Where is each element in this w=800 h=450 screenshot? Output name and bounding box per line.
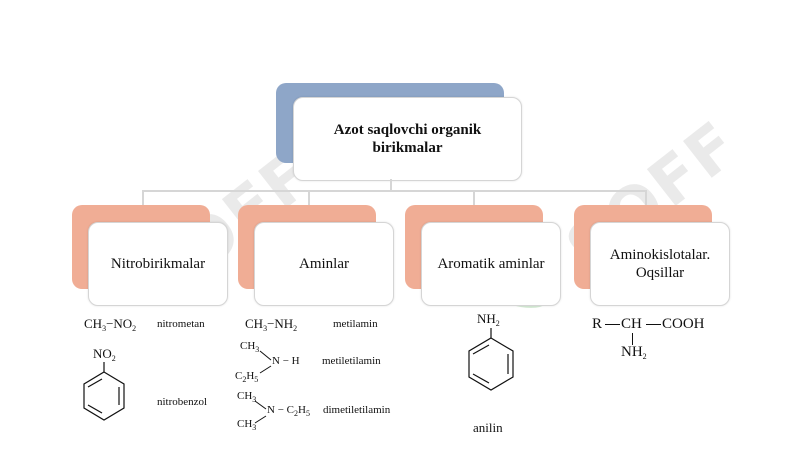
dimethylethylamine-name: dimetiletilamin	[323, 404, 391, 416]
amino-acid-bond-2	[646, 324, 661, 325]
methylethylamine-ch3: CH3	[240, 340, 260, 354]
amino-acid-r: R	[592, 316, 603, 332]
amino-acid-ch: CH	[621, 316, 642, 332]
methylethylamine-nh: N − H	[272, 355, 300, 367]
aniline-name: anilin	[473, 420, 503, 435]
dimethylethylamine-ch3-top: CH3	[237, 390, 257, 404]
methylamine-formula: CH3−NH2	[245, 316, 298, 333]
category-aromatic-label: Aromatik aminlar	[437, 256, 545, 272]
root-node: Azot saqlovchi organik birikmalar	[293, 97, 522, 181]
methylethylamine-name: metiletilamin	[322, 355, 381, 367]
category-nitro: Nitrobirikmalar	[88, 222, 228, 306]
root-node-title: Azot saqlovchi organik birikmalar	[333, 122, 482, 156]
amino-acid-cooh: COOH	[662, 316, 705, 332]
category-aromatic: Aromatik aminlar	[421, 222, 561, 306]
connector-bus	[142, 190, 647, 192]
amino-acid-bond-1	[605, 324, 620, 325]
nitromethane-name: nitrometan	[157, 318, 205, 330]
methylethylamine-bonds	[259, 350, 272, 374]
benzene-ring-nitro	[83, 362, 125, 421]
dimethylethylamine-bonds	[254, 400, 267, 424]
connector-drop-1	[142, 190, 144, 205]
nitrobenzene-name: nitrobenzol	[157, 396, 208, 408]
amino-acid-bond-3	[632, 333, 633, 345]
amino-acid-nh2: NH2	[621, 344, 647, 361]
nitromethane-formula: CH3−NO2	[84, 316, 137, 333]
connector-drop-3	[473, 190, 475, 205]
aniline-group: NH2	[477, 311, 500, 328]
nitrobenzene-group: NO2	[93, 346, 116, 363]
category-amines-label: Aminlar	[299, 256, 349, 272]
dimethylethylamine-ch3-bottom: CH3	[237, 418, 257, 432]
category-amines: Aminlar	[254, 222, 394, 306]
category-amino: Aminokislotalar. Oqsillar	[590, 222, 730, 306]
methylethylamine-c2h5: C2H5	[235, 370, 259, 384]
connector-drop-4	[645, 190, 647, 205]
methylamine-name: metilamin	[333, 318, 378, 330]
category-nitro-label: Nitrobirikmalar	[110, 256, 206, 272]
connector-drop-2	[308, 190, 310, 205]
dimethylethylamine-n: N − C2H5	[267, 404, 310, 418]
category-amino-label: Aminokislotalar. Oqsillar	[609, 247, 711, 281]
connector-trunk	[390, 179, 392, 191]
benzene-ring-aniline	[468, 328, 514, 391]
